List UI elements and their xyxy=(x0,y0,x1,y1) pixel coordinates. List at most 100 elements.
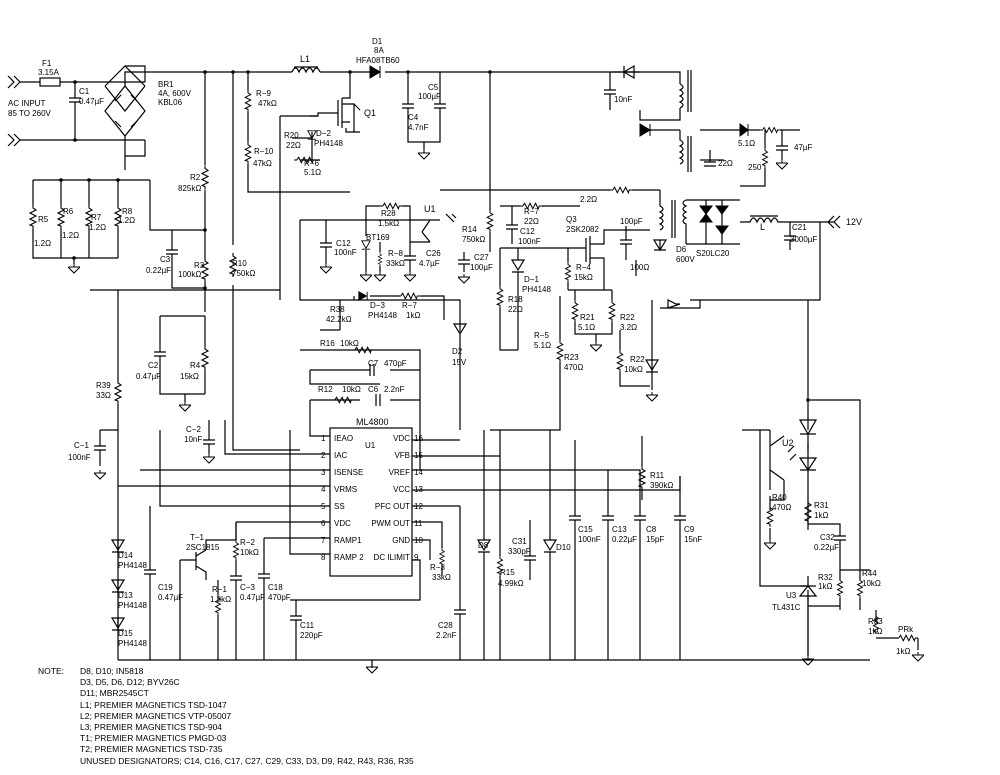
r15-value: 4.99kΩ xyxy=(498,579,524,588)
r21-ref: R21 xyxy=(580,313,595,322)
c4-value: 4.7nF xyxy=(408,123,429,132)
r3-ref: R3 xyxy=(194,261,205,270)
mosfet-q1 xyxy=(337,72,355,132)
c12b-value: 100nF xyxy=(518,237,541,246)
r21-value: 5.1Ω xyxy=(578,323,595,332)
r4-ref: R4 xyxy=(190,361,201,370)
c15-value: 100nF xyxy=(578,535,601,544)
r31-value: 1kΩ xyxy=(814,511,828,520)
r-5-1-value: 5.1Ω xyxy=(738,139,755,148)
ic-pin-number: 2 xyxy=(321,451,326,460)
d1-value: 8A xyxy=(374,46,384,55)
d2z-ref: D2 xyxy=(452,347,463,356)
d15-part: PH4148 xyxy=(118,639,147,648)
fuse-f1 xyxy=(39,77,61,87)
r32-value: 1kΩ xyxy=(818,582,832,591)
u3-ref: U3 xyxy=(786,591,797,600)
r4b-ref: R−4 xyxy=(576,263,591,272)
rm3-value: 33kΩ xyxy=(432,573,451,582)
c19-ref: C19 xyxy=(158,583,173,592)
ic-ref: U1 xyxy=(365,441,376,450)
r7b-value: 1kΩ xyxy=(406,311,420,320)
r10b-value: 750kΩ xyxy=(232,269,255,278)
r-250-value: 250 xyxy=(748,163,762,172)
r7c-value: 22Ω xyxy=(524,217,539,226)
r8-ref: R8 xyxy=(122,207,133,216)
ic-pin-name: RAMP1 xyxy=(334,536,362,545)
r8b-value: 33kΩ xyxy=(386,259,405,268)
r28-value: 1.5kΩ xyxy=(378,219,399,228)
q3-ref: Q3 xyxy=(566,215,577,224)
note-line: T2; PREMIER MAGNETICS TSD-735 xyxy=(80,744,223,755)
pfc-boost-stage: L1 D1 8A HFA08TB60 C5 100µF C4 4.7nF Q1 … xyxy=(68,37,640,660)
r3-value: 100kΩ xyxy=(178,270,201,279)
d2-part: PH4148 xyxy=(314,139,343,148)
cm2-ref: C−2 xyxy=(186,425,201,434)
c3-ref: C3 xyxy=(160,255,171,264)
r28-ref: R28 xyxy=(381,209,396,218)
ic-pin-number: 3 xyxy=(321,468,326,477)
ic-pin-number: 7 xyxy=(321,536,326,545)
prk-ref: PRk xyxy=(898,625,914,634)
c13-value: 0.22µF xyxy=(612,535,637,544)
r22b-ref: R22 xyxy=(630,355,645,364)
r32-ref: R32 xyxy=(818,573,833,582)
c21-value: 3000µF xyxy=(790,235,817,244)
c-10nf-value: 10nF xyxy=(614,95,632,104)
r22b-value: 10kΩ xyxy=(624,365,643,374)
note-line: T1; PREMIER MAGNETICS PMGD-03 xyxy=(80,733,227,744)
c2-ref: C2 xyxy=(148,361,159,370)
note-line: L3; PREMIER MAGNETICS TSD-904 xyxy=(80,722,223,733)
ac-input-range: 85 TO 260V xyxy=(8,109,52,118)
ic-pin-number: 1 xyxy=(321,434,326,443)
d1-part: HFA08TB60 xyxy=(356,56,400,65)
r15-ref: R15 xyxy=(500,568,515,577)
c28-value: 2.2nF xyxy=(436,631,457,640)
d3-part: PH4148 xyxy=(368,311,397,320)
r4-value: 15kΩ xyxy=(180,372,199,381)
ic-pin-name: DC ILIMIT xyxy=(374,553,411,562)
c18-value: 470pF xyxy=(268,593,291,602)
c31-ref: C31 xyxy=(512,537,527,546)
c6-value: 2.2nF xyxy=(384,385,405,394)
r20-ref: R20 xyxy=(284,131,299,140)
c11-value: 220pF xyxy=(300,631,323,640)
cm2-value: 10nF xyxy=(184,435,202,444)
c27-ref: C27 xyxy=(474,253,489,262)
ic-pin-name: PWM OUT xyxy=(371,519,410,528)
c6-ref: C6 xyxy=(368,385,379,394)
c12b-ref: C12 xyxy=(520,227,535,236)
output-voltage-label: 12V xyxy=(846,217,862,227)
c21-ref: C21 xyxy=(792,223,807,232)
d14-part: PH4148 xyxy=(118,561,147,570)
r7b-ref: R−7 xyxy=(402,301,417,310)
r23-value: 470Ω xyxy=(564,363,583,372)
scr-part: BT169 xyxy=(366,233,390,242)
c26-ref: C26 xyxy=(426,249,441,258)
note-line: D3, D5, D6, D12; BYV26C xyxy=(80,677,180,688)
rm3-ref: R−3 xyxy=(430,563,445,572)
ac-input-section: F1 3.15A AC INPUT 85 TO 260V C1 0.47µF B… xyxy=(7,59,205,170)
c7-ref: C7 xyxy=(368,359,379,368)
feedback-section: U2 R40 470Ω R31 1kΩ C32 0.22µF R32 1kΩ R… xyxy=(742,419,924,666)
r8b-ref: R−8 xyxy=(388,249,403,258)
r22-ref: R22 xyxy=(620,313,635,322)
u3-part: TL431C xyxy=(772,603,801,612)
r12-value: 10kΩ xyxy=(342,385,361,394)
d15-ref: D15 xyxy=(118,629,133,638)
r38-value: 42.2kΩ xyxy=(326,315,352,324)
l1-ref: L1 xyxy=(300,54,310,64)
note-line: L1; PREMIER MAGNETICS TSD-1047 xyxy=(80,699,227,710)
r39-value: 33Ω xyxy=(96,391,111,400)
prk-value: 1kΩ xyxy=(896,647,910,656)
c8-ref: C8 xyxy=(646,525,657,534)
notes-label: NOTE: xyxy=(38,666,64,676)
r5b-ref: R−5 xyxy=(534,331,549,340)
r5b-value: 5.1Ω xyxy=(534,341,551,350)
r18-ref: R18 xyxy=(508,295,523,304)
r11-value: 390kΩ xyxy=(650,481,673,490)
d3-ref: D−3 xyxy=(370,301,385,310)
